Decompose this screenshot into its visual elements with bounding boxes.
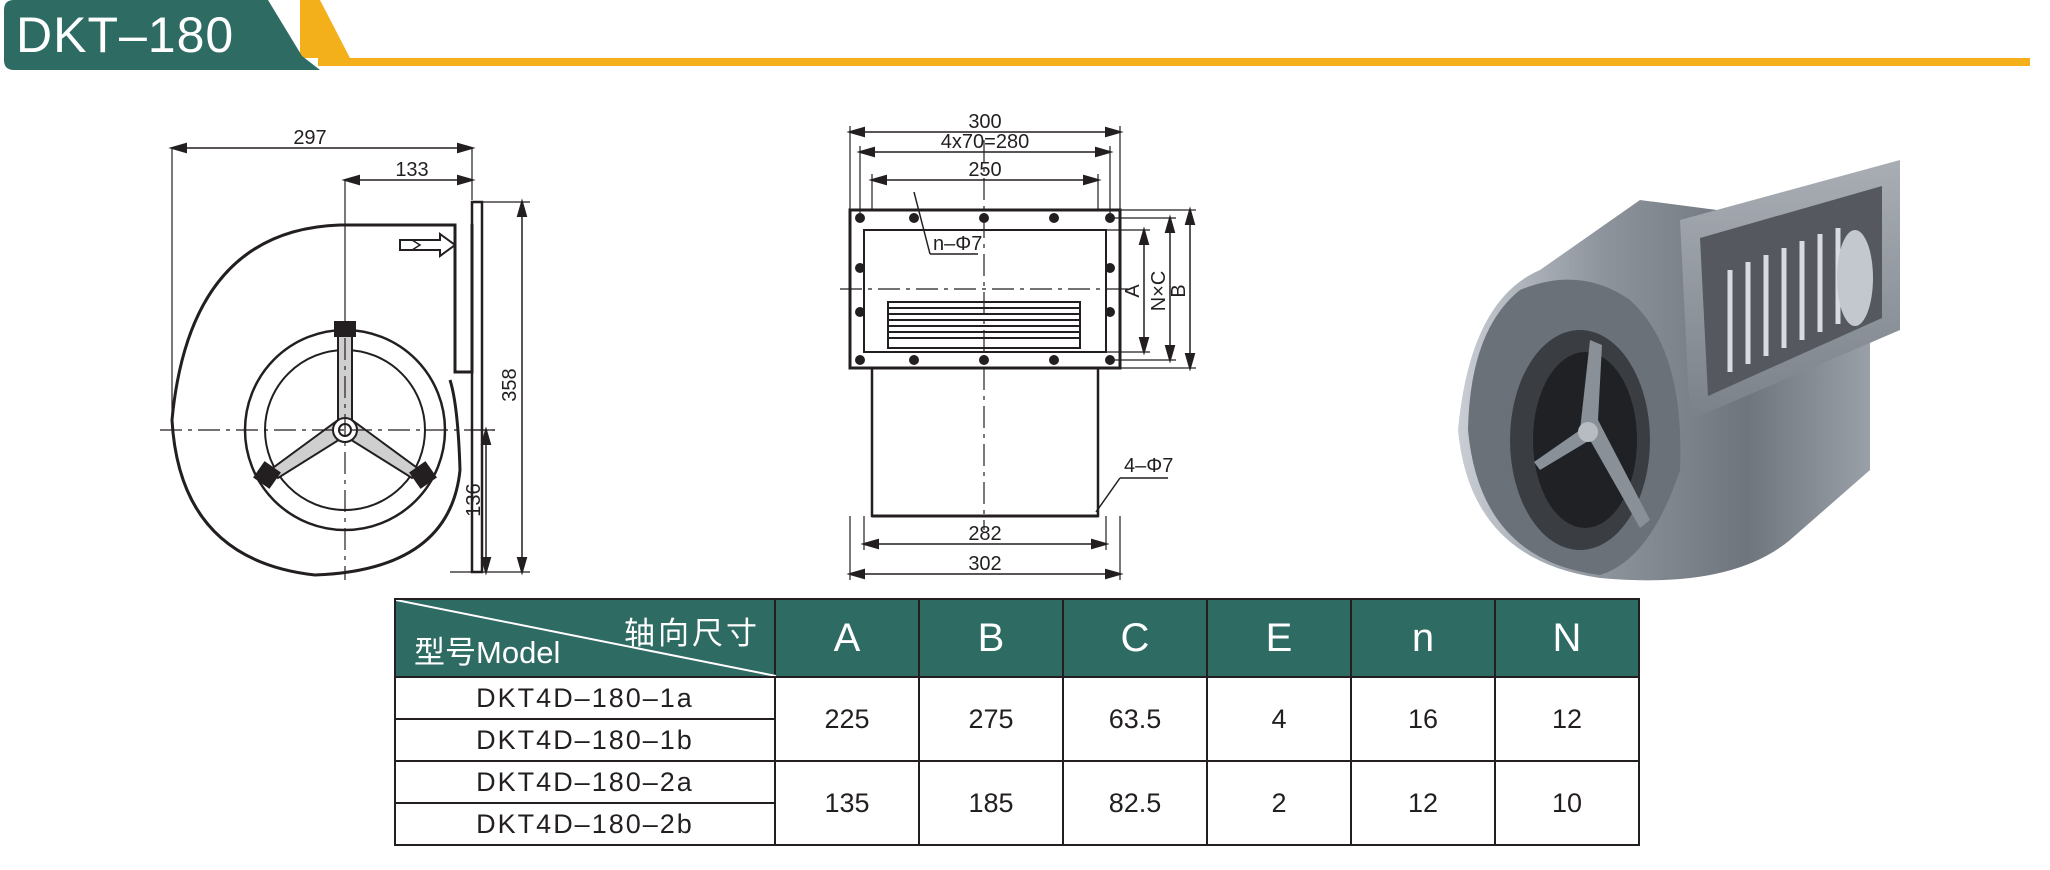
table-row: DKT4D–180–1b bbox=[394, 718, 1639, 762]
value-n-upper: 12 bbox=[1494, 676, 1640, 762]
dim-overall-width: 297 bbox=[293, 127, 326, 149]
value-b: 275 bbox=[918, 676, 1064, 762]
value-c: 82.5 bbox=[1062, 760, 1208, 846]
diagonal-header-cell: 轴向尺寸 型号Model bbox=[394, 598, 776, 678]
product-photo bbox=[1458, 160, 1900, 581]
header-title-plate bbox=[4, 0, 320, 70]
dim-nxc: N×C bbox=[1148, 271, 1170, 312]
dim-axis-height: 136 bbox=[463, 483, 485, 516]
model-cell: DKT4D–180–2a bbox=[394, 760, 776, 804]
value-e: 4 bbox=[1206, 676, 1352, 762]
value-c: 63.5 bbox=[1062, 676, 1208, 762]
value-n-upper: 10 bbox=[1494, 760, 1640, 846]
dim-b: B bbox=[1168, 284, 1190, 297]
header-accent-line bbox=[318, 58, 2030, 66]
dim-base-outer: 302 bbox=[968, 553, 1001, 575]
table-row: DKT4D–180–2a 135 185 82.5 2 12 10 bbox=[394, 760, 1640, 846]
column-header-c: C bbox=[1062, 598, 1208, 678]
column-header-e: E bbox=[1206, 598, 1352, 678]
value-e: 2 bbox=[1206, 760, 1352, 846]
spec-table: 轴向尺寸 型号Model A B C E n N DKT4D–180–1a 22… bbox=[394, 598, 1640, 846]
dim-outlet-offset: 133 bbox=[395, 159, 428, 181]
column-header-n-lower: n bbox=[1350, 598, 1496, 678]
column-header-b: B bbox=[918, 598, 1064, 678]
dim-base-holes: 4–Φ7 bbox=[1124, 455, 1173, 477]
value-a: 225 bbox=[774, 676, 920, 762]
table-row: DKT4D–180–2b bbox=[394, 802, 1639, 846]
header-accent-wedge bbox=[300, 0, 350, 58]
value-n-lower: 12 bbox=[1350, 760, 1496, 846]
value-a: 135 bbox=[774, 760, 920, 846]
dim-outlet-width: 250 bbox=[968, 159, 1001, 181]
dim-height: 358 bbox=[499, 368, 521, 401]
table-header-row: 轴向尺寸 型号Model A B C E n N bbox=[394, 598, 1640, 678]
dim-a: A bbox=[1122, 284, 1144, 298]
column-header-a: A bbox=[774, 598, 920, 678]
dim-hole-pitch: 4x70=280 bbox=[941, 131, 1029, 153]
dim-base-inner: 282 bbox=[968, 523, 1001, 545]
header-model: 型号Model bbox=[414, 635, 561, 670]
dim-flange-width: 300 bbox=[968, 111, 1001, 133]
model-cell: DKT4D–180–1b bbox=[394, 718, 776, 762]
table-row: DKT4D–180–1a 225 275 63.5 4 16 12 bbox=[394, 676, 1640, 762]
model-cell: DKT4D–180–2b bbox=[394, 802, 776, 846]
model-cell: DKT4D–180–1a bbox=[394, 676, 776, 720]
header-axial-dimensions: 轴向尺寸 bbox=[624, 616, 760, 651]
value-b: 185 bbox=[918, 760, 1064, 846]
side-view-drawing: 297 133 358 136 bbox=[160, 127, 530, 580]
front-view-drawing: 300 4x70=280 250 n–Φ7 A N×C B 4–Φ7 282 3… bbox=[840, 111, 1196, 580]
page-title: DKT–180 bbox=[16, 7, 235, 63]
header-shape bbox=[4, 0, 2030, 70]
column-header-n-upper: N bbox=[1494, 598, 1640, 678]
value-n-lower: 16 bbox=[1350, 676, 1496, 762]
diagonal-divider bbox=[396, 600, 776, 676]
dim-flange-holes: n–Φ7 bbox=[933, 233, 982, 255]
header-banner: DKT–180 bbox=[0, 0, 2050, 72]
